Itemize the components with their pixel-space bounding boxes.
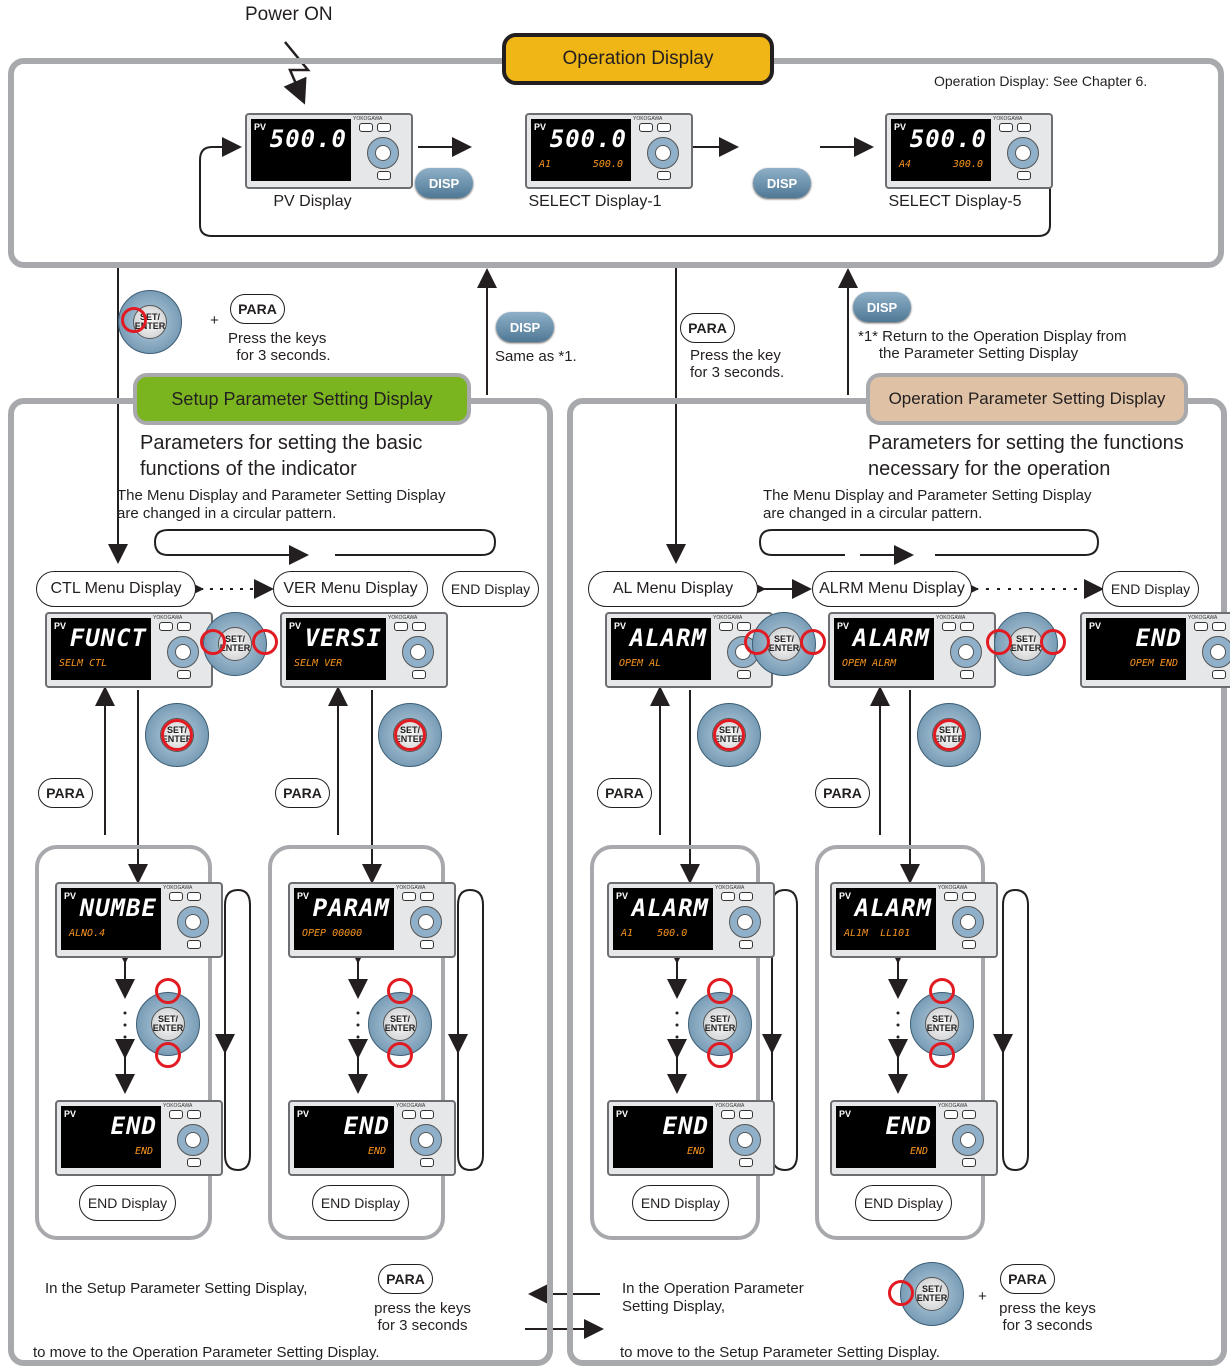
bottom-right-line2: to move to the Setup Parameter Setting D… — [620, 1344, 940, 1361]
right-key-highlight — [252, 629, 278, 655]
loop-bar — [457, 888, 484, 1172]
down-key-highlight — [155, 1042, 181, 1068]
ver-menu-display: VER Menu Display — [273, 571, 428, 607]
para-key[interactable]: PARA — [38, 778, 93, 808]
setup-param-group-ctl — [35, 845, 212, 1240]
operation-end-display: END Display — [1102, 571, 1199, 607]
center-key-highlight — [713, 719, 745, 751]
left-key-highlight — [121, 307, 147, 333]
center-key-highlight — [933, 719, 965, 751]
disp-key[interactable]: DISP — [415, 168, 473, 198]
setup-param-group-ver — [268, 845, 445, 1240]
para-key[interactable]: PARA — [230, 294, 285, 324]
plus-label: + — [978, 1288, 987, 1305]
end-display-label: END Display — [312, 1185, 409, 1221]
ctl-menu-display: CTL Menu Display — [36, 571, 196, 607]
disp-key[interactable]: DISP — [853, 292, 911, 322]
alrm-menu-display: ALRM Menu Display — [812, 571, 972, 607]
pv-display-label: PV Display — [273, 193, 352, 210]
end-display-label: END Display — [79, 1185, 176, 1221]
center-key-highlight — [394, 719, 426, 751]
setup-circular-note: The Menu Display and Parameter Setting D… — [117, 487, 446, 522]
end-display-label: END Display — [632, 1185, 729, 1221]
setup-end-display: END Display — [442, 571, 539, 607]
para-key[interactable]: PARA — [275, 778, 330, 808]
disp-key[interactable]: DISP — [496, 312, 554, 342]
operation-param-group-alrm — [815, 845, 985, 1240]
para-key[interactable]: PARA — [680, 313, 735, 343]
circular-pattern-shape — [153, 529, 497, 556]
operation-display-title: Operation Display — [502, 33, 774, 85]
setup-parameter-title: Setup Parameter Setting Display — [133, 373, 471, 425]
return-note: *1* Return to the Operation Display from… — [858, 328, 1127, 362]
operation-circular-note: The Menu Display and Parameter Setting D… — [763, 487, 1092, 522]
operation-parameter-title: Operation Parameter Setting Display — [866, 373, 1188, 425]
loop-bar — [1002, 888, 1029, 1172]
operation-param-group-al — [590, 845, 760, 1240]
right-key-highlight — [1040, 629, 1066, 655]
plus-label: + — [210, 312, 219, 329]
para-key[interactable]: PARA — [378, 1264, 433, 1294]
down-key-highlight — [387, 1042, 413, 1068]
select-display-1-screen: PV 500.0 A1 500.0 YOKOGAWA — [525, 113, 693, 189]
bottom-left-line2: to move to the Operation Parameter Setti… — [33, 1344, 380, 1361]
select-display-5-screen: PV 500.0 A4 300.0 YOKOGAWA — [885, 113, 1053, 189]
circular-pattern-shape — [758, 529, 1100, 556]
left-key-highlight — [200, 629, 226, 655]
power-on-label: Power ON — [245, 4, 333, 25]
power-lightning-icon — [283, 41, 311, 105]
left-key-highlight — [744, 629, 770, 655]
bottom-left-line1: In the Setup Parameter Setting Display, — [45, 1280, 308, 1297]
disp-key[interactable]: DISP — [753, 168, 811, 198]
para-key[interactable]: PARA — [597, 778, 652, 808]
up-key-highlight — [155, 978, 181, 1004]
select-display-5-label: SELECT Display-5 — [888, 193, 1022, 210]
down-key-highlight — [707, 1042, 733, 1068]
same-as-label: Same as *1. — [495, 348, 577, 365]
up-key-highlight — [929, 978, 955, 1004]
para-key[interactable]: PARA — [815, 778, 870, 808]
left-key-highlight — [888, 1280, 914, 1306]
loop-bar — [224, 888, 251, 1172]
press-keys-label: Press the keys for 3 seconds. — [228, 330, 331, 364]
operation-display-note: Operation Display: See Chapter 6. — [934, 73, 1148, 89]
end-display-label: END Display — [855, 1185, 952, 1221]
select-display-1-label: SELECT Display-1 — [528, 193, 662, 210]
al-menu-display: AL Menu Display — [588, 571, 758, 607]
left-key-highlight — [986, 629, 1012, 655]
up-key-highlight — [707, 978, 733, 1004]
down-key-highlight — [929, 1042, 955, 1068]
center-key-highlight — [161, 719, 193, 751]
pv-display-screen: PV 500.0 YOKOGAWA — [245, 113, 413, 189]
para-key[interactable]: PARA — [1000, 1264, 1055, 1294]
up-key-highlight — [387, 978, 413, 1004]
right-key-highlight — [800, 629, 826, 655]
